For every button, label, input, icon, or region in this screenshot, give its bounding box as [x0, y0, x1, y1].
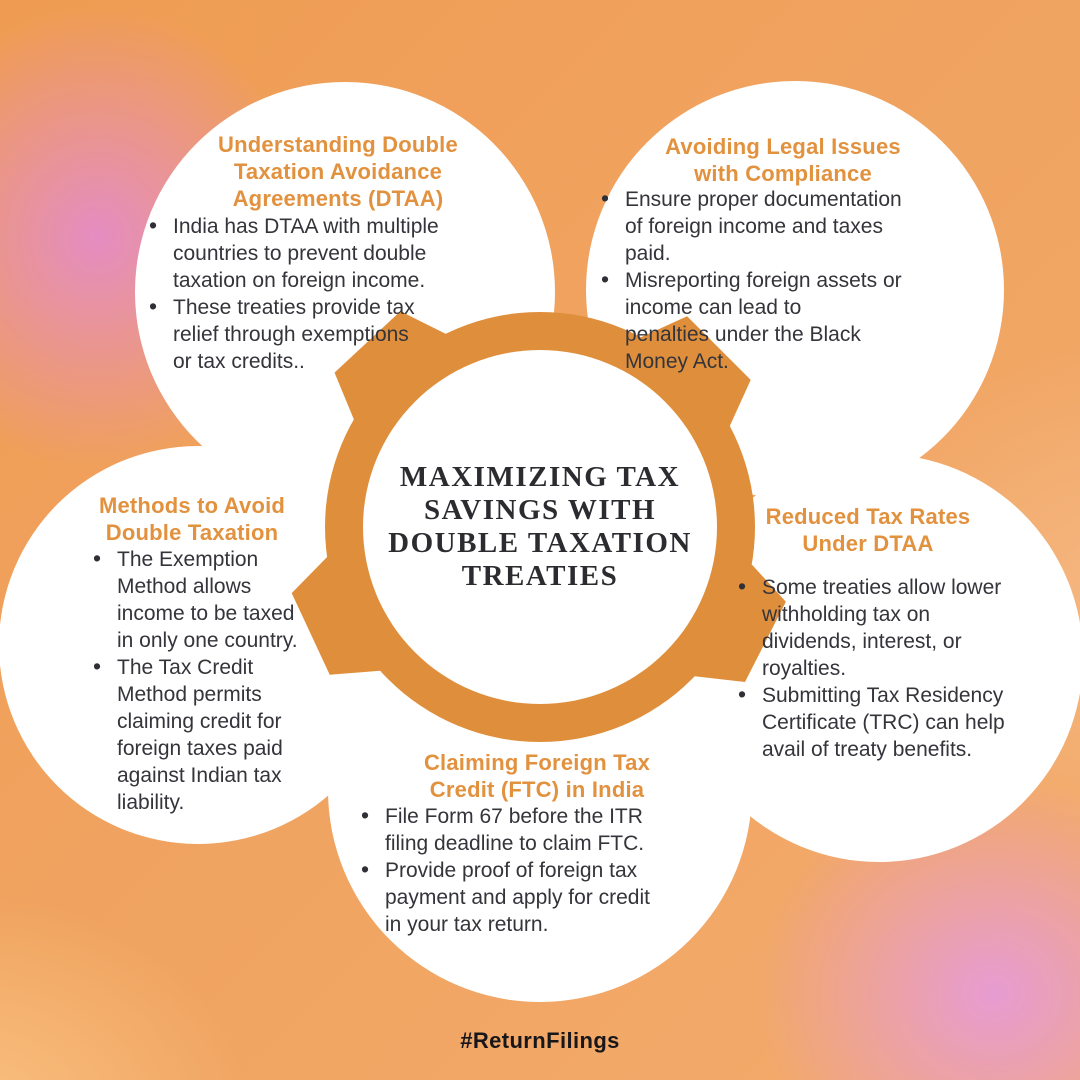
petal-top-left-heading: Understanding Double Taxation Avoidance …	[218, 132, 458, 211]
bullet-item: Submitting Tax Residency Certificate (TR…	[734, 681, 1034, 763]
petal-top-left-bullets: India has DTAA with multiple countries t…	[145, 212, 485, 375]
bullet-item: Some treaties allow lower withholding ta…	[734, 573, 1034, 682]
petal-top-right-bullets: Ensure proper documentation of foreign i…	[597, 185, 962, 375]
petal-right-heading: Reduced Tax Rates Under DTAA	[765, 504, 971, 556]
petal-left-heading: Methods to Avoid Double Taxation	[98, 493, 286, 545]
petal-left-bullets: The Exemption Method allows income to be…	[89, 545, 339, 816]
petal-right-bullets: Some treaties allow lower withholding ta…	[734, 573, 1034, 763]
bullet-item: These treaties provide tax relief throug…	[145, 293, 485, 375]
bullet-item: Provide proof of foreign tax payment and…	[357, 856, 712, 938]
medallion-inner-circle	[363, 350, 717, 704]
petal-bottom-bullets: File Form 67 before the ITR filing deadl…	[357, 802, 712, 938]
bullet-item: Ensure proper documentation of foreign i…	[597, 185, 962, 267]
bullet-item: File Form 67 before the ITR filing deadl…	[357, 802, 712, 857]
bullet-item: The Tax Credit Method permits claiming c…	[89, 653, 339, 816]
bullet-item: Misreporting foreign assets or income ca…	[597, 266, 962, 375]
bullet-item: The Exemption Method allows income to be…	[89, 545, 339, 654]
petal-bottom-heading: Claiming Foreign Tax Credit (FTC) in Ind…	[423, 750, 651, 802]
petal-top-right-heading: Avoiding Legal Issues with Compliance	[665, 134, 901, 186]
hashtag: #ReturnFilings	[460, 1028, 620, 1053]
center-title: MAXIMIZING TAX SAVINGS WITH DOUBLE TAXAT…	[388, 461, 692, 592]
bullet-item: India has DTAA with multiple countries t…	[145, 212, 485, 294]
